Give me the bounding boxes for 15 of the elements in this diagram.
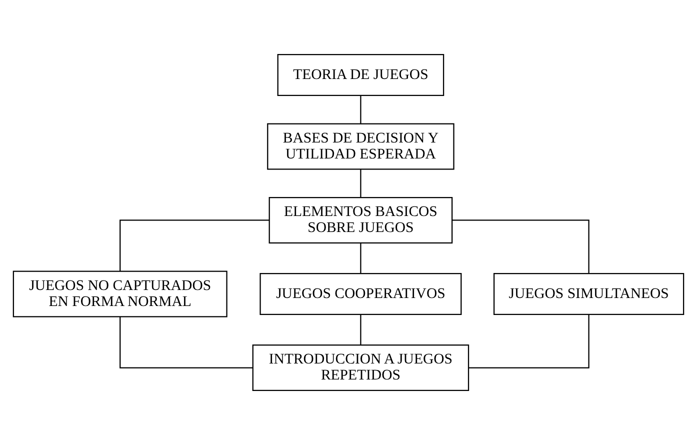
node-box: JUEGOS COOPERATIVOS: [260, 273, 462, 315]
node-box: BASES DE DECISION Y UTILIDAD ESPERADA: [267, 123, 454, 170]
connector: [452, 220, 590, 274]
node-box: JUEGOS SIMULTANEOS: [493, 273, 684, 315]
node-box: JUEGOS NO CAPTURADOS EN FORMA NORMAL: [12, 270, 228, 318]
connector: [360, 169, 362, 198]
connector: [360, 314, 362, 345]
node-box: ELEMENTOS BASICOS SOBRE JUEGOS: [268, 196, 453, 244]
connector: [120, 220, 270, 272]
connector: [360, 96, 362, 124]
node-box: INTRODUCCION A JUEGOS REPETIDOS: [252, 344, 470, 392]
connector: [360, 243, 362, 274]
node-box: TEORIA DE JUEGOS: [277, 54, 444, 96]
connector: [120, 316, 253, 368]
connector: [468, 314, 590, 368]
